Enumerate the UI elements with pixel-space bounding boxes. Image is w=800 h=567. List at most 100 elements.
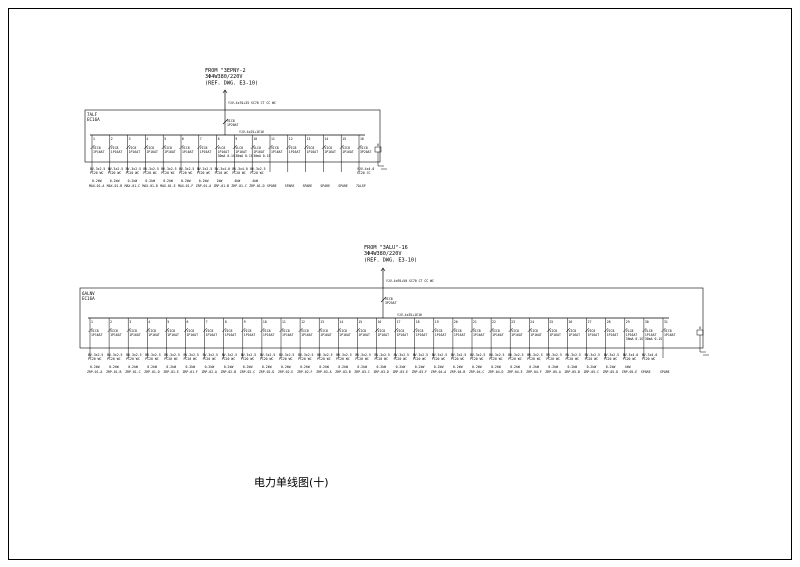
circuit-cable-spec: BV-3x2.5: [179, 167, 194, 171]
circuit-number: 10: [253, 137, 257, 141]
panel-enclosure: [84, 109, 381, 163]
circuit-number: 5: [164, 137, 166, 141]
circuit-breaker-symbol: [413, 327, 418, 333]
circuit-cable-spec: BV-3x2.5: [126, 353, 141, 357]
circuit-cable-spec: BV-3x2.5: [260, 353, 275, 357]
circuit-load-kw: 4kW: [625, 365, 631, 369]
circuit-load-name: MAX-01-D: [142, 184, 157, 188]
circuit-breaker-label: VIC8: [473, 329, 481, 333]
circuit-breaker-label: 30mA 0.1S: [626, 337, 643, 341]
circuit-number: 7: [206, 320, 208, 324]
circuit-breaker-label: VIC8: [530, 329, 538, 333]
circuit-cable-spec: PC20 WC: [126, 357, 140, 361]
circuit-breaker-symbol: [268, 144, 273, 150]
panel-enclosure: [79, 287, 704, 349]
circuit-number: 31: [664, 320, 668, 324]
circuit-cable-spec: PC20 WC: [107, 357, 121, 361]
circuit-number: 6: [187, 320, 189, 324]
circuit-load-name: SPARE: [267, 184, 277, 188]
circuit-number: 11: [282, 320, 286, 324]
circuit-breaker-label: 1P16AT: [588, 333, 600, 337]
circuit-breaker-symbol: [183, 327, 189, 333]
circuit-load-kw: 0.2kW: [338, 365, 348, 369]
circuit-number: 15: [358, 320, 362, 324]
circuit-breaker-label: VIC8: [324, 146, 332, 150]
circuit-cable-spec: PC20 WC: [623, 357, 637, 361]
circuit-breaker-label: VIC8: [93, 146, 101, 150]
circuit-cable-spec: PC20 WC: [164, 357, 178, 361]
circuit-cable-spec: BV-3x2.5: [161, 167, 176, 171]
earth-terminal-tag: 0: [377, 143, 379, 147]
circuit-load-name: ZRP-03-D: [374, 370, 389, 374]
circuit-number: 9: [244, 320, 246, 324]
circuit-breaker-label: VIC8: [397, 329, 405, 333]
circuit-breaker-symbol: [355, 327, 361, 333]
circuit-load-name: ZRP-04-A: [431, 370, 446, 374]
circuit-breaker-label: 1P16AT: [182, 150, 194, 154]
circuit-load-name: ZRP-03-A: [316, 370, 331, 374]
main-breaker-label: VIC8: [227, 119, 235, 123]
bus-note-label: YJV-4x25+1E16: [239, 130, 264, 134]
drawing-caption: 电力单线图(十): [254, 475, 329, 489]
circuit-cable-spec: PC20 WC: [232, 171, 246, 175]
circuit-breaker-label: VIC8: [91, 329, 99, 333]
circuit-number: 16: [378, 320, 382, 324]
circuit-breaker-symbol: [241, 327, 246, 333]
circuit-breaker-symbol: [107, 327, 112, 333]
panel-rating-label: EC16A: [87, 117, 100, 122]
circuit-breaker-symbol: [508, 327, 513, 333]
circuit-cable-spec: BV-3x2.5: [585, 353, 600, 357]
circuit-number: 20: [454, 320, 458, 324]
circuit-breaker-symbol: [125, 144, 131, 150]
circuit-breaker-label: VIC8: [225, 329, 233, 333]
circuit-breaker-symbol: [88, 327, 93, 333]
circuit-load-name: MAX-01-F: [178, 184, 193, 188]
feeder-source-label: 3Φ4W380/220V: [364, 251, 401, 257]
circuit-breaker-label: VIC8: [569, 329, 577, 333]
main-breaker-symbol: [222, 118, 229, 125]
circuit-breaker-label: 1P16AT: [416, 333, 428, 337]
circuit-breaker-symbol: [604, 327, 609, 333]
circuit-load-kw: 2kW: [217, 179, 223, 183]
circuit-load-name: 7ALSP: [356, 184, 366, 188]
feeder-source-label: (REF. DWG. E3-10): [205, 80, 258, 86]
circuit-breaker-label: 1P16AT: [342, 150, 354, 154]
circuit-cable-spec: PC20 WC: [336, 357, 350, 361]
circuit-cable-spec: BV-3x2.5: [546, 353, 561, 357]
circuit-breaker-label: 1P16AT: [235, 150, 247, 154]
main-breaker-label: 3P25AT: [385, 301, 397, 305]
circuit-breaker-label: 1P16AT: [91, 333, 103, 337]
circuit-cable-spec: PC20 WC: [260, 357, 274, 361]
panel-name-label: 6ALNV: [82, 291, 95, 296]
circuit-number: 3: [129, 137, 131, 141]
circuit-load-name: ZRP-01-F: [183, 370, 198, 374]
circuit-breaker-label: VIC8: [167, 329, 175, 333]
circuit-number: 25: [549, 320, 553, 324]
feeder-source-label: FROM "3ALU"-16: [364, 245, 408, 251]
main-breaker-label: VIC8: [385, 297, 393, 301]
circuit-breaker-label: VIC8: [244, 329, 252, 333]
circuit-cable-spec: BV-3x4.0: [623, 353, 638, 357]
circuit-load-name: ZRP-01-B: [214, 184, 229, 188]
circuit-number: 29: [626, 320, 630, 324]
circuit-cable-spec: BV-3x2.5: [375, 353, 390, 357]
circuit-number: 11: [271, 137, 275, 141]
circuit-cable-spec: BV-3x2.5: [489, 353, 504, 357]
circuit-number: 22: [492, 320, 496, 324]
circuit-cable-spec: PC20 WC: [451, 357, 465, 361]
circuit-breaker-symbol: [374, 327, 380, 333]
circuit-breaker-label: 1P16AT: [645, 333, 657, 337]
circuit-number: 27: [588, 320, 592, 324]
circuit-breaker-label: 1P16AT: [146, 150, 158, 154]
circuit-cable-spec: BV-3x2.5: [604, 353, 619, 357]
